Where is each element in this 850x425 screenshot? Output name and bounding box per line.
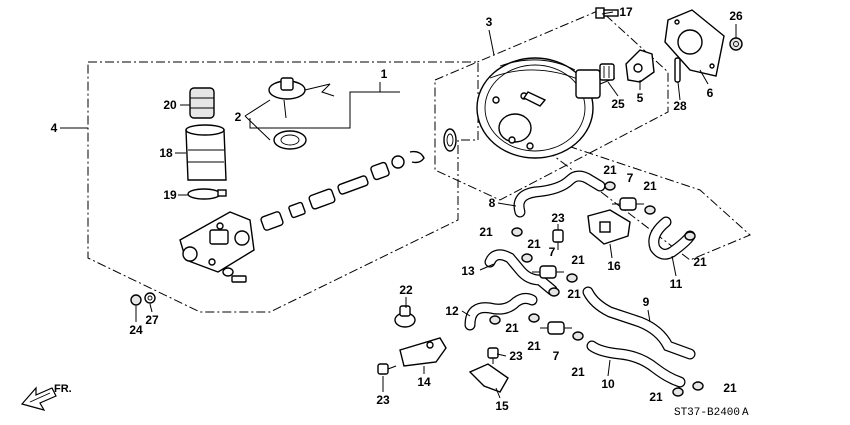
bolt-23-lower — [377, 363, 397, 375]
reservoir-band — [187, 188, 227, 200]
callout-21-l: 21 — [723, 381, 737, 395]
bracket-14 — [399, 337, 447, 367]
check-valve-lower — [540, 321, 572, 335]
clevis-pin-17 — [595, 7, 619, 19]
booster-gasket — [664, 9, 725, 77]
mc-washer — [222, 267, 234, 277]
callout-23-upper: 23 — [551, 211, 565, 225]
diagram-code: ST37-B2400 — [674, 407, 740, 419]
callout-7-middle: 7 — [549, 245, 556, 259]
callout-21-i: 21 — [571, 365, 585, 379]
callout-21-c: 21 — [479, 225, 493, 239]
callout-21-h: 21 — [527, 339, 541, 353]
callout-19: 19 — [163, 188, 177, 202]
callout-21-d: 21 — [527, 237, 541, 251]
clip-15 — [468, 363, 509, 393]
hose-11 — [648, 216, 696, 260]
callout-21-j: 21 — [693, 255, 707, 269]
diagram-code-suffix: A — [742, 407, 749, 419]
float-sensor — [268, 77, 335, 119]
callout-25: 25 — [611, 97, 625, 111]
callout-21-k: 21 — [649, 390, 663, 404]
callout-3: 3 — [486, 15, 493, 29]
callout-22: 22 — [399, 283, 413, 297]
callout-labels: 1 2 3 4 5 6 7 7 7 8 9 10 11 12 13 14 15 … — [51, 5, 743, 413]
callout-21-f: 21 — [567, 287, 581, 301]
callout-21-a: 21 — [603, 163, 617, 177]
master-cylinder-assembly-boundary — [87, 61, 479, 313]
reservoir-seal — [273, 130, 307, 150]
callout-23-middle: 23 — [509, 349, 523, 363]
spring-pin-28 — [674, 57, 681, 83]
hose-12 — [464, 292, 538, 331]
callout-18: 18 — [159, 146, 173, 160]
hose-9 — [582, 286, 696, 360]
grommet-22 — [394, 305, 416, 328]
hose-8 — [513, 170, 606, 218]
flange-nut-26 — [729, 37, 743, 51]
bolt-23-middle — [487, 347, 499, 364]
lock-nut-25 — [599, 63, 615, 81]
callout-20: 20 — [163, 98, 177, 112]
washer-27 — [144, 292, 156, 304]
callout-6: 6 — [707, 86, 714, 100]
valve-bracket-16 — [587, 209, 631, 245]
front-direction-label: FR. — [54, 383, 72, 395]
reservoir — [185, 124, 227, 181]
callout-14: 14 — [417, 375, 431, 389]
callout-21-e: 21 — [571, 253, 585, 267]
check-valve-upper — [612, 197, 644, 211]
callout-17: 17 — [619, 5, 633, 19]
master-cylinder-body — [179, 211, 255, 273]
callout-5: 5 — [637, 91, 644, 105]
nut-24 — [130, 294, 142, 306]
check-valve-middle — [532, 265, 564, 279]
hose-group-boundary — [519, 129, 751, 261]
mc-bolt — [231, 275, 247, 283]
booster-clevis — [625, 49, 655, 83]
callout-15: 15 — [495, 399, 509, 413]
callout-1: 1 — [381, 67, 388, 81]
hose-clamps — [489, 181, 704, 397]
callout-9: 9 — [643, 295, 650, 309]
reservoir-cap — [189, 87, 215, 119]
callout-27: 27 — [145, 313, 159, 327]
callout-4: 4 — [51, 121, 58, 135]
callout-23-lower: 23 — [376, 393, 390, 407]
callout-28: 28 — [673, 99, 687, 113]
callout-24: 24 — [129, 323, 143, 337]
callout-12: 12 — [445, 304, 459, 318]
callout-11: 11 — [670, 277, 683, 291]
callout-10: 10 — [601, 377, 615, 391]
brake-booster-assembly-boundary — [434, 9, 669, 201]
hose-13 — [484, 249, 558, 296]
piston-assembly — [260, 150, 425, 231]
callout-7-upper: 7 — [627, 171, 634, 185]
front-direction-arrow: FR. — [20, 383, 72, 411]
brake-booster — [443, 57, 616, 159]
callout-13: 13 — [461, 264, 475, 278]
callout-21-g: 21 — [505, 321, 519, 335]
callout-16: 16 — [607, 259, 621, 273]
callout-21-b: 21 — [643, 179, 657, 193]
callout-8: 8 — [489, 196, 496, 210]
hose-10 — [586, 340, 686, 388]
leader-lines — [60, 11, 737, 399]
callout-26: 26 — [729, 9, 743, 23]
callout-7-lower: 7 — [553, 349, 560, 363]
callout-2: 2 — [235, 110, 242, 124]
